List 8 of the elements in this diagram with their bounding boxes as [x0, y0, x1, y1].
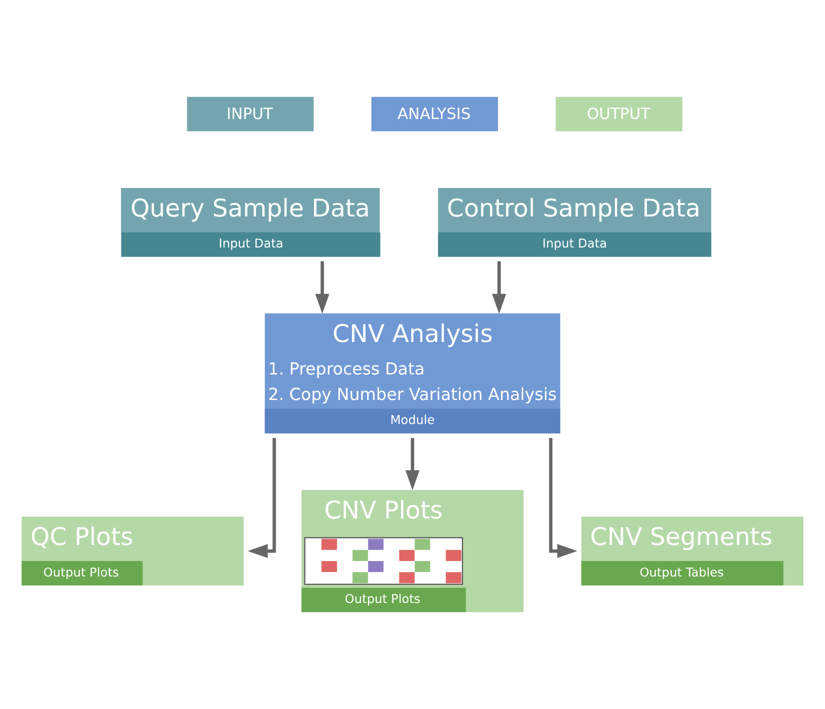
arrow: [492, 261, 506, 314]
arrow: [315, 261, 330, 314]
arrow: [248, 438, 276, 558]
arrow: [405, 438, 420, 490]
legend-label: INPUT: [226, 104, 273, 123]
legend-label: OUTPUT: [586, 104, 650, 123]
legend-label: ANALYSIS: [398, 104, 471, 123]
arrow: [549, 438, 578, 558]
